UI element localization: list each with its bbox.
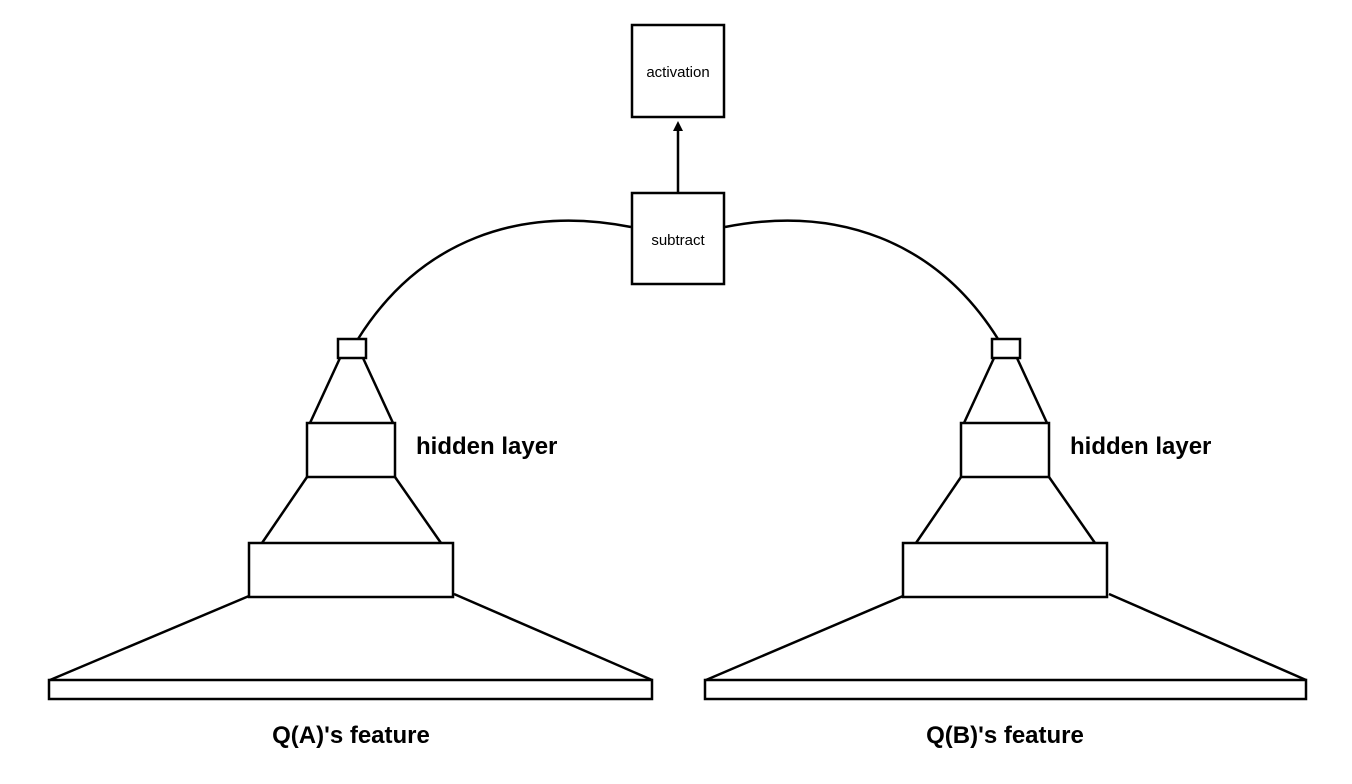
- right-output-arc: [724, 219, 1000, 340]
- left-hidden-layer-label: hidden layer: [416, 433, 557, 460]
- subtract-label: subtract: [651, 232, 705, 249]
- left-input-edge-left: [49, 594, 250, 682]
- left-output-node: [336, 337, 368, 360]
- left-mid-edge-right: [393, 476, 443, 544]
- left-input-edge-right: [453, 592, 653, 682]
- right-tower: hidden layer Q(B)'s feature: [703, 337, 1308, 749]
- left-feature-label: Q(A)'s feature: [272, 722, 430, 749]
- right-mid-edge-right: [1047, 476, 1097, 544]
- right-input-layer: [901, 541, 1109, 599]
- right-input-edge-right: [1108, 592, 1307, 682]
- left-mid-edge-left: [260, 476, 309, 544]
- right-hidden-layer-label: hidden layer: [1070, 433, 1211, 460]
- left-input-layer: [247, 541, 455, 599]
- left-tower: hidden layer Q(A)'s feature: [47, 337, 654, 749]
- subtract-node: [630, 191, 726, 286]
- right-hidden-layer: [959, 421, 1051, 479]
- left-top-edge-right: [361, 357, 395, 424]
- right-feature-bar: [703, 678, 1308, 701]
- left-top-edge-left: [308, 357, 342, 424]
- activation-label: activation: [646, 64, 709, 81]
- right-top-edge-right: [1015, 357, 1049, 424]
- right-mid-edge-left: [914, 476, 963, 544]
- activation-node: [630, 23, 726, 119]
- left-hidden-layer: [305, 421, 397, 479]
- left-feature-bar: [47, 678, 654, 701]
- right-feature-label: Q(B)'s feature: [926, 722, 1084, 749]
- left-output-arc: [356, 219, 632, 340]
- right-output-node: [990, 337, 1022, 360]
- right-top-edge-left: [962, 357, 996, 424]
- right-input-edge-left: [705, 594, 904, 682]
